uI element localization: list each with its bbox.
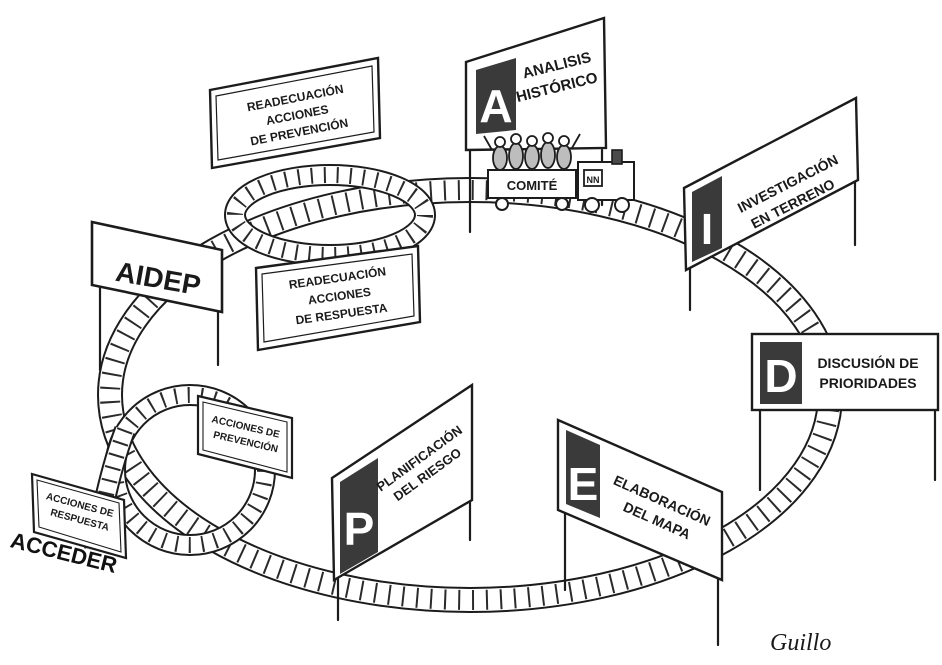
sign-readecuacion-respuesta: READECUACIÓN ACCIONES DE RESPUESTA	[254, 244, 422, 352]
sign-d-letter: D	[764, 350, 797, 402]
sign-d-line1: DISCUSIÓN DE	[817, 354, 918, 371]
sign-p-letter-panel	[340, 458, 378, 574]
artist-signature: Guillo	[770, 630, 831, 656]
sign-d-line2: PRIORIDADES	[819, 375, 916, 391]
sign-e-letter-panel	[566, 430, 600, 518]
engine-label: NN	[587, 175, 600, 185]
sign-i-letter: I	[701, 205, 713, 254]
sign-i-letter-panel	[692, 176, 722, 262]
sign-acciones-respuesta: ACCIONES DE RESPUESTA	[30, 472, 128, 560]
wagon-label: COMITÉ	[507, 178, 558, 193]
sign-a-letter-panel	[476, 58, 516, 134]
train: COMITÉ NN	[483, 132, 635, 213]
sign-p-planificacion-riesgo: P PLANIFICACIÓN DEL RIESGO	[330, 382, 474, 622]
sign-p-letter: P	[344, 503, 375, 555]
committee-riders	[483, 132, 581, 171]
sign-a-letter: A	[479, 80, 512, 132]
sign-d-letter-panel	[760, 342, 802, 404]
sign-d-discusion-prioridades: D DISCUSIÓN DE PRIORIDADES	[750, 332, 940, 492]
aidep-sign: AIDEP	[90, 220, 224, 372]
sign-e-letter: E	[568, 458, 599, 510]
sign-readecuacion-prevencion: READECUACIÓN ACCIONES DE PREVENCIÓN	[208, 56, 382, 170]
comite-wagon	[487, 169, 577, 199]
sign-acciones-prevencion: ACCIONES DE PREVENCIÓN	[196, 394, 294, 480]
sign-a-analisis-historico: A ANALISIS HISTÓRICO	[464, 16, 608, 234]
sign-e-elaboracion-mapa: E ELABORACIÓN DEL MAPA	[556, 418, 724, 647]
